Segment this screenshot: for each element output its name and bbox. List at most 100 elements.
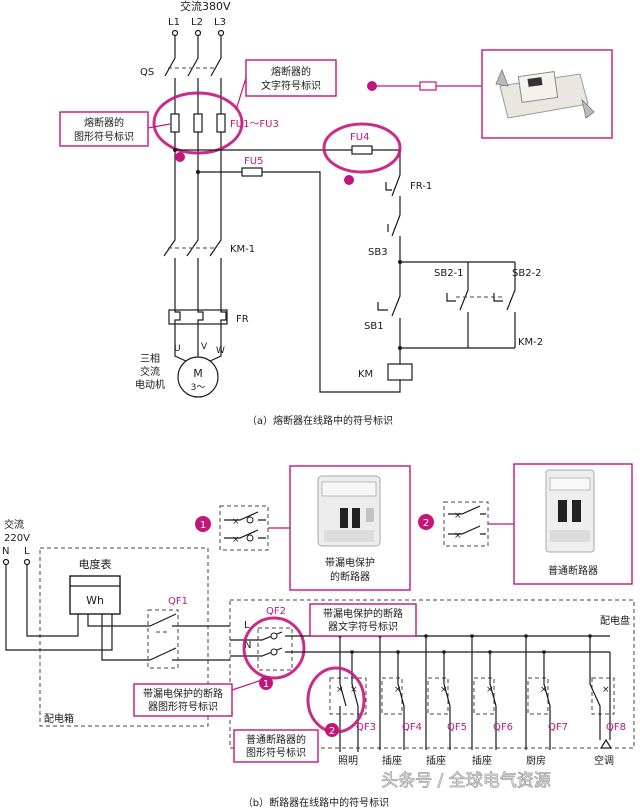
meter-box-outline [39, 547, 209, 727]
qf2-breaker [230, 627, 300, 671]
svg-text:×: × [394, 685, 402, 695]
meter-title: 电度表 [79, 557, 112, 571]
badge-1-ring-text: 1 [263, 679, 269, 690]
callout-qf-graphic-line1: 带漏电保护的断路 [143, 687, 223, 700]
branch-name-5: 厨房 [526, 754, 546, 767]
main-wires [5, 565, 230, 661]
terminal-n [2, 558, 10, 566]
badge-1-ring [259, 676, 273, 690]
callout-qf-graphic-leader [231, 679, 263, 691]
callout-qf-graphic-line2: 器图形符号标识 [148, 700, 218, 713]
callout-normal-line1: 普通断路器的 [246, 733, 306, 746]
callout-fuse-text-box [245, 59, 337, 97]
svg-text:×: × [486, 685, 494, 695]
sb2-2-label: SB2-2 [512, 268, 542, 279]
fu4-badge-dot [344, 175, 354, 185]
fuse-group [170, 113, 226, 133]
terminal-n-label: N [2, 546, 9, 557]
sb3-label: SB3 [368, 247, 388, 258]
sb2-1-label: SB2-1 [434, 268, 464, 279]
branch-name-6: 空调 [594, 754, 614, 767]
supply-label-b-2: 220V [4, 533, 30, 544]
bus-n-label: N [244, 640, 251, 651]
svg-text:×: × [602, 685, 610, 695]
qf5-label: QF5 [447, 722, 467, 733]
branch-name-4: 插座 [472, 754, 492, 767]
meter-symbol: Wh [86, 594, 104, 607]
callout-normal-box [233, 729, 319, 763]
callout-fuse-graphic-line2: 图形符号标识 [74, 130, 134, 143]
badge-1 [195, 516, 211, 532]
branch-name-3: 插座 [426, 754, 446, 767]
supply-label-b-1: 交流 [4, 518, 24, 531]
branch-name-2: 插座 [382, 754, 402, 767]
leakage-breaker-photo [317, 475, 381, 547]
normal-breaker-symbol: × × [443, 501, 489, 547]
terminal-l1 [171, 29, 179, 37]
watermark: 头条号 / 全球电气资源 [381, 771, 551, 791]
callout-fuse-graphic-leader [147, 123, 171, 129]
branch-name-1: 照明 [338, 755, 358, 767]
callout-fuse-graphic-line1: 熔断器的 [84, 116, 124, 129]
svg-text:×: × [232, 517, 240, 527]
fr1-label: FR-1 [410, 181, 432, 192]
badge-2 [418, 514, 434, 530]
svg-text:×: × [454, 511, 462, 521]
meter-box-label: 配电箱 [44, 712, 74, 725]
photo2-label: 普通断路器 [548, 564, 598, 577]
qf4-label: QF4 [402, 722, 422, 733]
motor-symbol: M [193, 367, 203, 380]
km2-label: KM-2 [518, 337, 543, 348]
fu4-highlight-ring [322, 122, 402, 174]
terminal-l3 [217, 29, 225, 37]
svg-text:×: × [540, 685, 548, 695]
qf1-box [147, 609, 179, 669]
leakage-breaker-symbol: × × [219, 505, 269, 551]
diagram-a: 交流380V L1 L2 L3 QS KM-1 FU1～FU3 熔断器的 文 [59, 0, 613, 427]
motor-sub: 3～ [191, 383, 206, 393]
callout-fuse-text-leader [235, 77, 247, 111]
fuse-badge-dot [175, 152, 185, 162]
qf2-label: QF2 [266, 606, 286, 617]
normal-breaker-photo [545, 469, 595, 553]
qf1-label: QF1 [168, 596, 188, 607]
terminal-l2 [194, 29, 202, 37]
badge-2-ring [325, 723, 339, 737]
qf3-label: QF3 [356, 722, 376, 733]
control-circuit [173, 145, 516, 393]
svg-text:×: × [440, 685, 448, 695]
fuse-highlight-ring [152, 91, 244, 155]
phase-l2: L2 [191, 17, 203, 28]
svg-text:×: × [454, 531, 462, 541]
qf7-label: QF7 [548, 722, 568, 733]
motor [174, 335, 222, 398]
caption-b: （b）断路器在线路中的符号标识 [243, 796, 389, 808]
km-label: KM [358, 369, 373, 380]
badge-2-ring-text: 2 [329, 726, 335, 737]
qf6-label: QF6 [493, 722, 513, 733]
fr-label: FR [236, 314, 249, 325]
callout-normal-line2: 图形符号标识 [246, 746, 306, 759]
badge-2-text: 2 [423, 518, 429, 529]
photo1-label-2: 的断路器 [330, 570, 370, 583]
fu5-label: FU5 [244, 156, 263, 167]
bus-l-label: L [244, 620, 250, 631]
km1-label: KM-1 [230, 244, 255, 255]
qf8-label: QF8 [606, 722, 626, 733]
fu-group-label: FU1～FU3 [230, 119, 279, 130]
meter-box [69, 575, 121, 615]
badge-1-text: 1 [200, 520, 206, 531]
qf2-highlight-ring [242, 616, 306, 680]
diagram-b: 交流 220V N L 配电箱 电度表 Wh QF1 配电盘 L N [2, 463, 635, 808]
svg-text:×: × [232, 535, 240, 545]
callout-qf-text-line2: 器文字符号标识 [328, 620, 398, 633]
fr-thermal-relay [168, 305, 228, 335]
callout-qf-text-line1: 带漏电保护的断路 [323, 607, 403, 620]
qs-label: QS [140, 67, 154, 78]
three-phase-lines [163, 36, 222, 305]
branch-breakers: ×× × × × × × [329, 636, 615, 752]
phase-l3: L3 [214, 17, 226, 28]
fuse-photo-callout [367, 49, 613, 139]
bus-lines [300, 635, 610, 653]
